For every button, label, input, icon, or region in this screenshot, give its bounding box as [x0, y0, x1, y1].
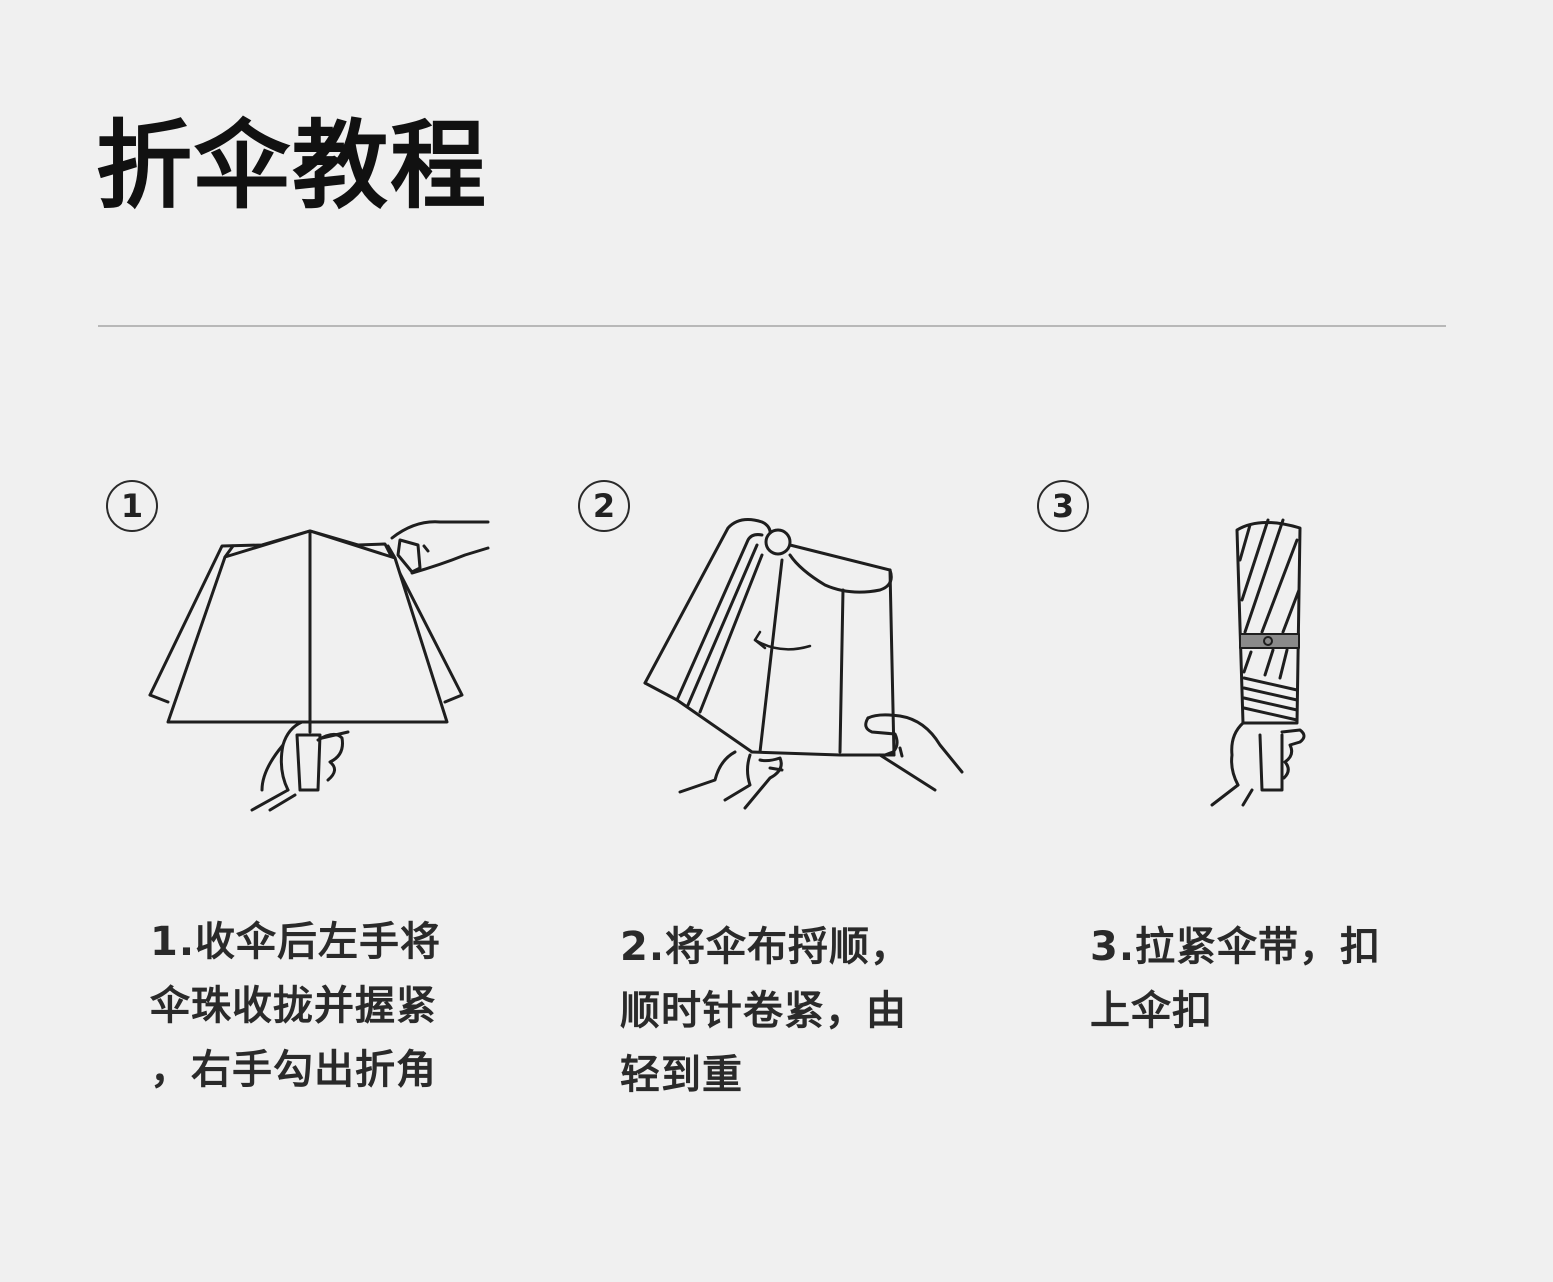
step-instruction: 1.收伞后左手将 伞珠收拢并握紧 ，右手勾出折角	[150, 910, 441, 1102]
umbrella-roll-clockwise-icon	[640, 510, 970, 810]
step-number-badge: 1	[106, 480, 158, 532]
instruction-line: 3.拉紧伞带，扣	[1090, 924, 1382, 970]
instruction-line: ，右手勾出折角	[150, 1047, 437, 1093]
step-number-badge: 3	[1037, 480, 1089, 532]
step-instruction: 3.拉紧伞带，扣 上伞扣	[1090, 915, 1381, 1043]
page-title: 折伞教程	[96, 110, 488, 222]
instruction-line: 1.收伞后左手将	[150, 919, 442, 965]
step-number: 1	[120, 487, 144, 525]
instruction-line: 轻到重	[620, 1052, 743, 1098]
instruction-line: 伞珠收拢并握紧	[150, 983, 437, 1029]
step-number: 3	[1051, 487, 1075, 525]
step-number: 2	[592, 487, 616, 525]
divider	[98, 325, 1446, 327]
instruction-line: 上伞扣	[1090, 988, 1213, 1034]
folded-umbrella-strapped-icon	[1205, 510, 1315, 810]
step-instruction: 2.将伞布捋顺， 顺时针卷紧，由 轻到重	[620, 915, 911, 1107]
open-umbrella-gather-icon	[140, 510, 500, 820]
step-number-badge: 2	[578, 480, 630, 532]
instruction-line: 顺时针卷紧，由	[620, 988, 907, 1034]
instruction-line: 2.将伞布捋顺，	[620, 924, 912, 970]
